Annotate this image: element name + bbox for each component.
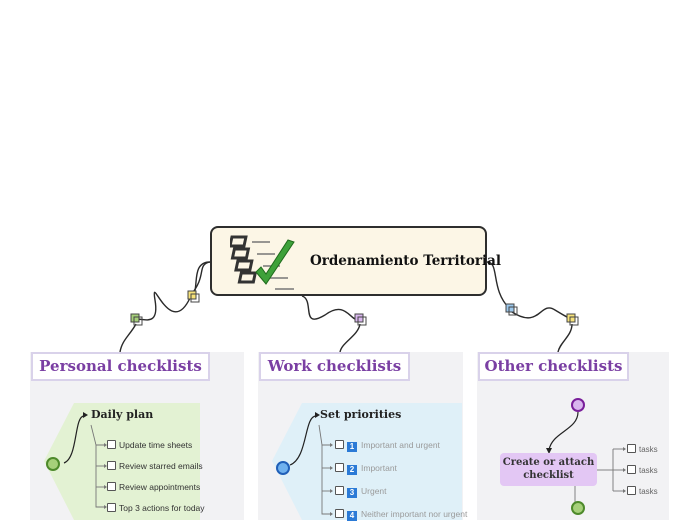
connector-node-blue: [505, 303, 518, 316]
work-hexagon-bg: [272, 403, 462, 520]
priority-badge: 3: [347, 488, 357, 498]
checklist-item[interactable]: Review starred emails: [107, 461, 203, 472]
header-other-checklists[interactable]: Other checklists: [478, 352, 629, 381]
connector-node-yellow-right: [566, 313, 579, 326]
task-daily-plan[interactable]: Daily plan: [91, 408, 154, 421]
checklist-item[interactable]: Review appointments: [107, 482, 200, 493]
other-end-node-icon[interactable]: [570, 500, 586, 516]
checklist-item[interactable]: Top 3 actions for today: [107, 503, 205, 514]
priority-badge: 1: [347, 442, 357, 452]
connector-node-yellow-left: [187, 290, 200, 303]
connector-node-green: [130, 313, 143, 326]
checkbox-icon[interactable]: [627, 444, 636, 453]
task-create-or-attach-checklist[interactable]: Create or attach checklist: [500, 453, 597, 486]
priority-badge: 2: [347, 465, 357, 475]
personal-start-node-icon[interactable]: [45, 456, 61, 472]
checkbox-icon[interactable]: [107, 440, 116, 449]
checkbox-icon[interactable]: [107, 461, 116, 470]
task-item[interactable]: tasks: [627, 486, 658, 496]
checkbox-icon[interactable]: [335, 440, 344, 449]
work-start-node-icon[interactable]: [275, 460, 291, 476]
connector-node-purple: [354, 313, 367, 326]
checkbox-icon[interactable]: [335, 486, 344, 495]
checkbox-icon[interactable]: [627, 486, 636, 495]
checkbox-icon[interactable]: [335, 509, 344, 518]
header-personal-checklists[interactable]: Personal checklists: [31, 352, 210, 381]
checkbox-icon[interactable]: [335, 463, 344, 472]
other-start-node-icon[interactable]: [570, 397, 586, 413]
checkbox-icon[interactable]: [107, 503, 116, 512]
priority-badge: 4: [347, 511, 357, 521]
task-item[interactable]: tasks: [627, 465, 658, 475]
checkbox-icon[interactable]: [107, 482, 116, 491]
checkbox-icon[interactable]: [627, 465, 636, 474]
task-item[interactable]: tasks: [627, 444, 658, 454]
header-work-checklists[interactable]: Work checklists: [259, 352, 410, 381]
central-title: Ordenamiento Territorial: [310, 253, 502, 269]
checklist-illustration-icon: [230, 235, 295, 290]
personal-hexagon-bg: [44, 403, 200, 520]
checklist-item[interactable]: Update time sheets: [107, 440, 192, 451]
task-set-priorities[interactable]: Set priorities: [320, 408, 402, 421]
central-topic[interactable]: Ordenamiento Territorial: [210, 226, 501, 296]
other-connectors: [546, 411, 626, 502]
